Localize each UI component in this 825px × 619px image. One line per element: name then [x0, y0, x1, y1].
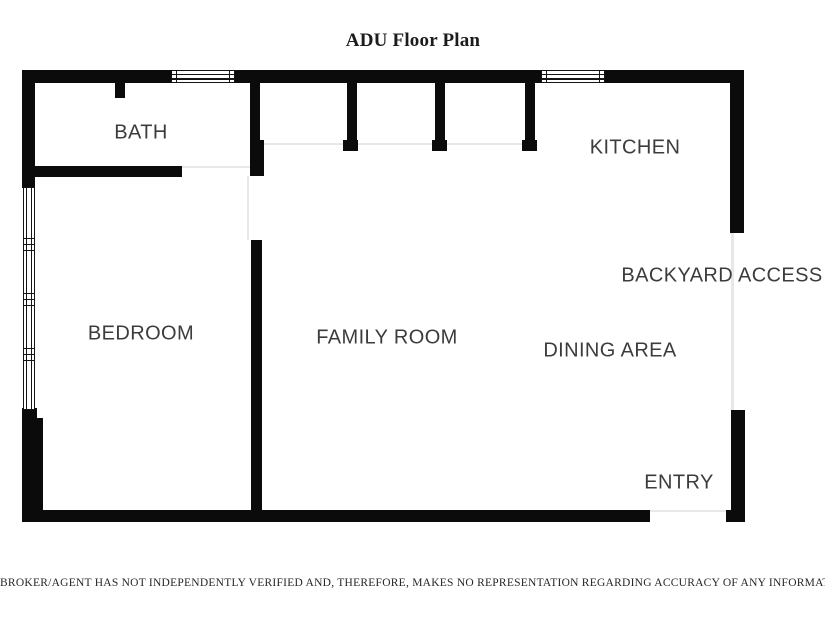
wall-top-left-segment	[22, 70, 171, 83]
room-label-dining-area: DINING AREA	[543, 339, 677, 362]
wall-stub-3	[525, 83, 535, 140]
room-label-bath: BATH	[114, 121, 168, 144]
room-label-bedroom: BEDROOM	[87, 322, 195, 345]
wall-bottom-left	[22, 510, 650, 522]
wall-right-lower	[731, 410, 745, 522]
room-label-entry: ENTRY	[644, 471, 714, 494]
bath-door-opening-line	[182, 166, 250, 168]
room-label-family-room: FAMILY ROOM	[316, 326, 458, 349]
plan-title: ADU Floor Plan	[345, 30, 481, 51]
wall-bath-bottom	[30, 166, 182, 177]
backyard-opening-line	[731, 233, 734, 410]
room-label-kitchen: KITCHEN	[589, 136, 681, 159]
divider-door-opening-line	[247, 176, 249, 240]
wall-stub-1	[347, 83, 357, 140]
wall-bath-jamb	[250, 83, 260, 176]
wall-stub-2-foot	[432, 140, 447, 151]
wall-left-upper	[22, 70, 35, 188]
wall-stub-1-foot	[343, 140, 358, 151]
wall-left-lower	[22, 418, 43, 522]
window-left-icon	[23, 187, 35, 410]
entry-opening-line	[650, 510, 726, 512]
window-top-2-icon	[541, 70, 605, 83]
wall-stub-2	[435, 83, 445, 140]
disclaimer-text: BROKER/AGENT HAS NOT INDEPENDENTLY VERIF…	[0, 577, 825, 589]
window-top-1-icon	[171, 70, 235, 83]
wall-stub-3-foot	[522, 140, 537, 151]
wall-top-right-segment	[605, 70, 744, 83]
wall-right-upper	[730, 70, 744, 233]
room-label-backyard-access: BACKYARD ACCESS	[621, 264, 823, 287]
wall-bath-jamb-foot	[250, 140, 264, 176]
wall-bath-stub	[115, 83, 125, 98]
wall-top-middle-segment	[235, 70, 541, 83]
wall-bedroom-divider	[251, 240, 262, 510]
passthrough-line	[264, 143, 525, 145]
